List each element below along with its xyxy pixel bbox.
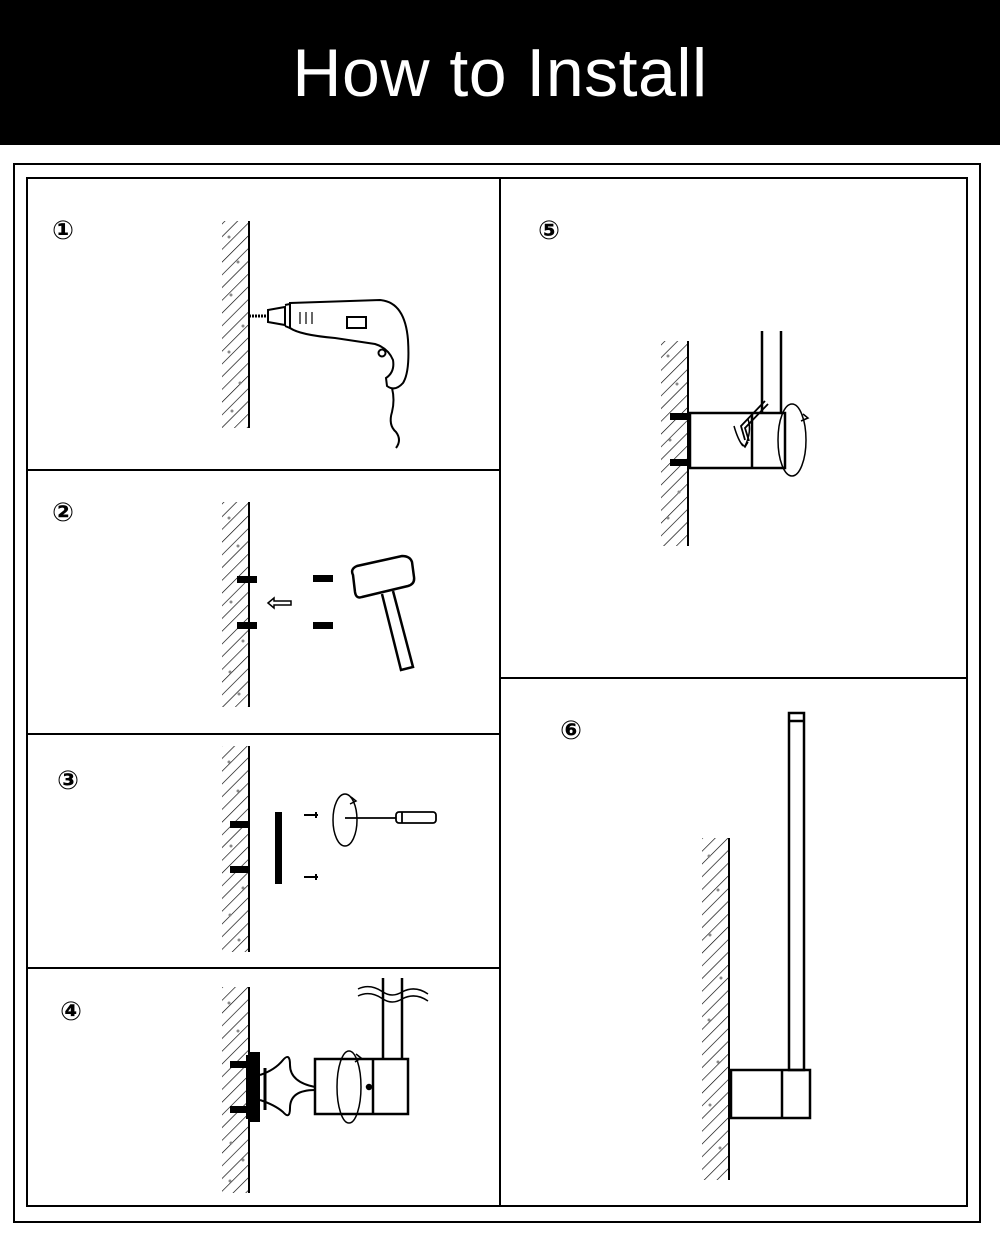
drill-icon xyxy=(249,298,410,449)
outer-frame xyxy=(13,163,981,1223)
step-2-illustration xyxy=(222,502,416,707)
wall xyxy=(222,987,250,1193)
step-2-number: ② xyxy=(52,498,74,528)
lamp-base-icon xyxy=(313,978,410,1116)
step-4-number: ④ xyxy=(60,997,82,1027)
wall xyxy=(702,838,730,1180)
mounting-plate-icon xyxy=(246,1052,260,1122)
wall-texture-dots xyxy=(227,235,723,1183)
rotate-arrow-icon xyxy=(332,793,358,847)
wall-anchor-icon xyxy=(230,1061,252,1113)
step-6-number: ⑥ xyxy=(560,716,582,746)
screw-icon xyxy=(304,812,318,880)
rotate-arrow-icon xyxy=(336,1050,363,1124)
wall xyxy=(661,341,689,546)
step-6-illustration xyxy=(702,711,812,1180)
wall-anchor-icon xyxy=(670,413,690,466)
step-4-illustration xyxy=(222,978,429,1193)
mounting-plate-icon xyxy=(275,812,282,884)
wall xyxy=(222,221,250,428)
inner-frame xyxy=(26,177,968,1207)
screwdriver-icon xyxy=(345,811,437,824)
header-banner: How to Install xyxy=(0,0,1000,145)
wall xyxy=(222,502,250,707)
step-3-number: ③ xyxy=(57,766,79,796)
arrow-left-icon xyxy=(266,596,292,610)
wall xyxy=(222,746,250,952)
step-5-illustration xyxy=(661,331,810,546)
step-1-number: ① xyxy=(52,216,74,246)
cable-icon xyxy=(357,985,429,1003)
wall-lamp-icon xyxy=(729,711,812,1120)
hex-key-icon xyxy=(739,400,769,442)
wire-icon xyxy=(259,1055,316,1117)
step-1-illustration xyxy=(222,221,410,449)
step-3-illustration xyxy=(222,746,437,952)
rotate-arrow-icon xyxy=(733,403,810,477)
panel-dividers xyxy=(27,178,967,1206)
page-title: How to Install xyxy=(292,34,708,111)
step-5-number: ⑤ xyxy=(538,216,560,246)
lamp-base-icon xyxy=(688,331,787,470)
wall-anchor-icon xyxy=(237,575,333,629)
mallet-icon xyxy=(350,554,416,672)
wall-anchor-icon xyxy=(230,821,249,873)
